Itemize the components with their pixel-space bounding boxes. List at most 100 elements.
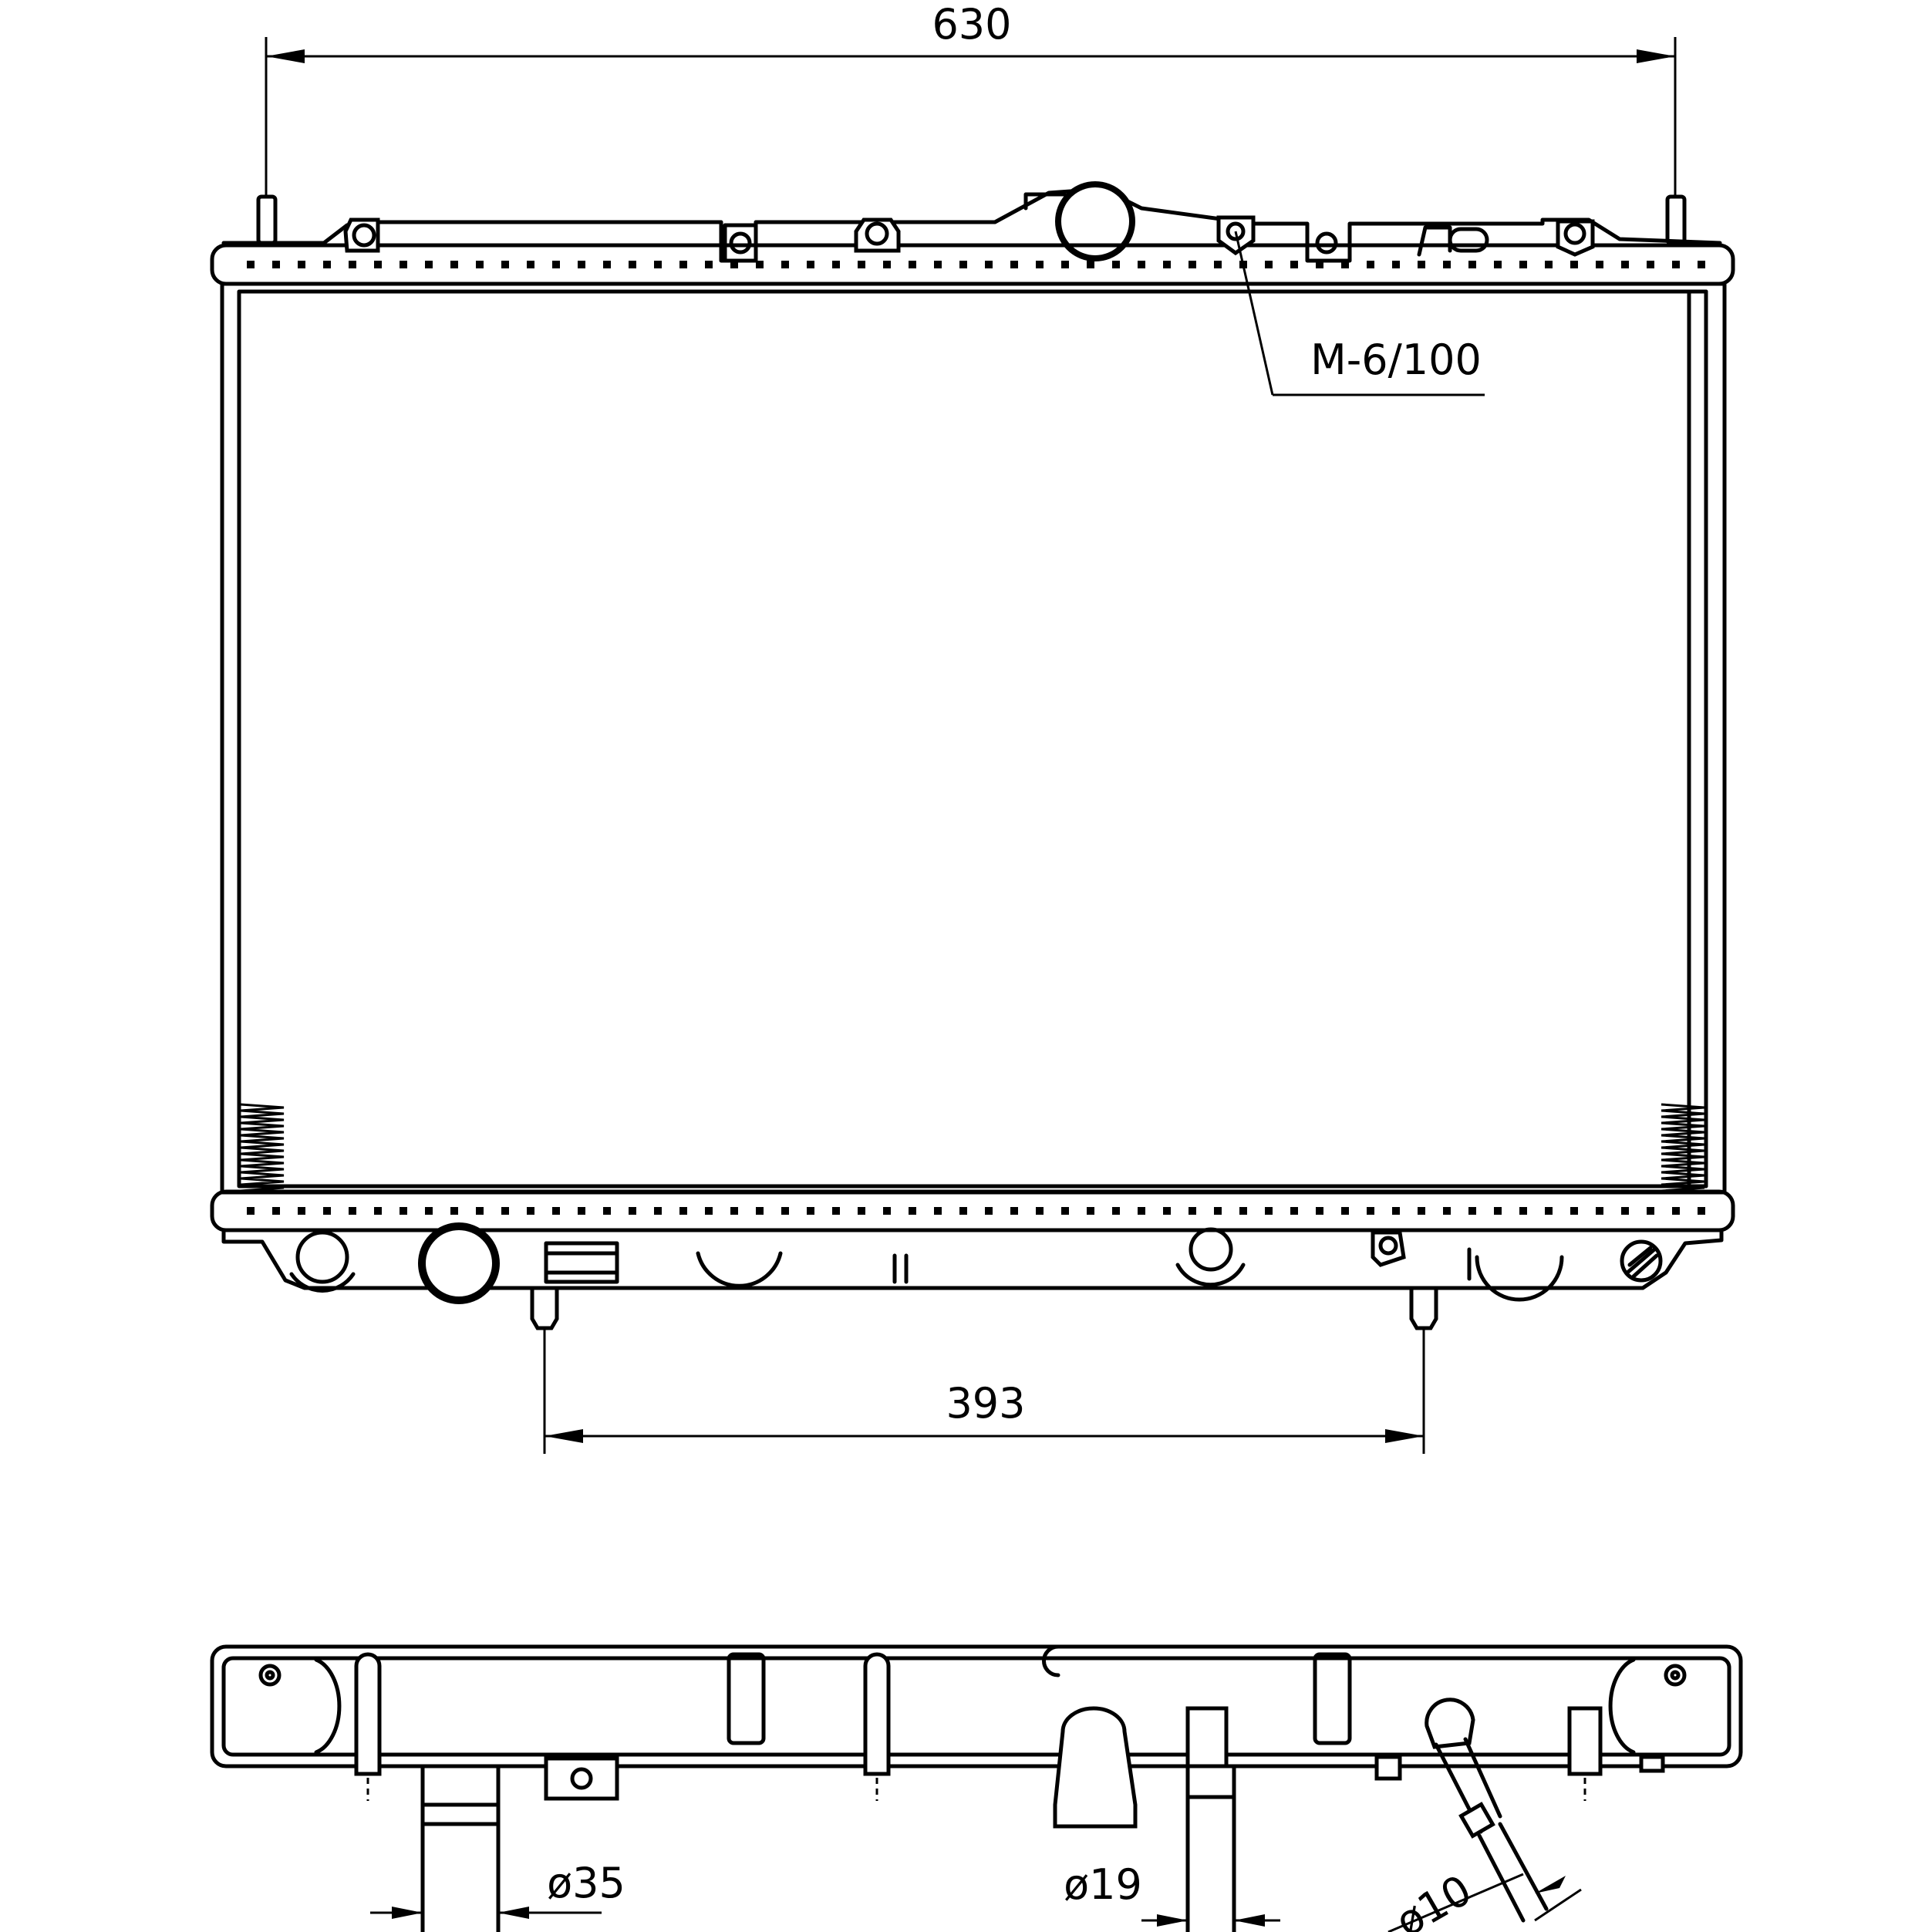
fin-zigzag [1661,1103,1705,1192]
crimp-tooth [425,1207,433,1215]
crimp-tooth [374,261,382,268]
crimp-tooth [1189,1207,1196,1215]
crimp-tooth [1418,1207,1425,1215]
crimp-tooth [654,1207,662,1215]
bolt-note-label: M-6/100 [1310,335,1482,384]
crimp-tooth [1265,261,1273,268]
crimp-tooth [959,261,967,268]
outlet-right: ø10 [1387,1698,1582,1932]
crimp-tooth [323,261,331,268]
crimp-tooth [1392,261,1400,268]
crimp-tooth [934,1207,942,1215]
crimp-tooth [1163,1207,1171,1215]
crimp-tooth [552,1207,560,1215]
crimp-tooth [349,1207,356,1215]
crimp-tooth [1341,1207,1349,1215]
arrow-right-icon [1385,1429,1424,1443]
filler-cap [1055,181,1135,261]
top-header [210,243,1735,286]
crimp-tooth [1112,261,1120,268]
crimp-tooth [679,261,687,268]
crimp-tooth [527,261,534,268]
crimp-tooth [1672,1207,1680,1215]
overall-width-label: 630 [932,0,1011,49]
crimp-tooth [1214,1207,1222,1215]
drain-plug [418,1222,500,1304]
top-crimp-teeth [247,261,1705,268]
crimp-tooth [1418,261,1425,268]
top-mount-bosses [343,215,1595,263]
crimp-tooth [858,1207,865,1215]
crimp-tooth [1010,261,1018,268]
crimp-tooth [679,1207,687,1215]
crimp-tooth [1367,261,1374,268]
crimp-tooth [1647,261,1654,268]
crimp-tooth [1519,1207,1527,1215]
crimp-tooth [781,261,789,268]
crimp-tooth [1036,1207,1044,1215]
bolt-callout: M-6/100 [1234,231,1485,396]
crimp-tooth [476,261,484,268]
crimp-tooth [1138,1207,1145,1215]
crimp-tooth [832,261,840,268]
crimp-tooth [1316,1207,1323,1215]
crimp-tooth [1443,261,1451,268]
crimp-tooth [1672,261,1680,268]
top-tank [221,187,1722,263]
crimp-tooth [1036,261,1044,268]
bottom-tank [221,1228,1724,1290]
crimp-tooth [1647,1207,1654,1215]
crimp-tooth [450,1207,458,1215]
crimp-tooth [298,1207,305,1215]
crimp-tooth [985,1207,993,1215]
outlet-left-diameter: ø35 [547,1859,625,1907]
fin-pattern-left [240,1103,285,1192]
crimp-tooth [934,261,942,268]
fin-zigzag [240,1103,285,1192]
crimp-tooth [756,261,764,268]
outlet-left: ø35 [370,1764,625,1932]
crimp-tooth [349,261,356,268]
crimp-tooth [1239,1207,1247,1215]
crimp-tooth [781,1207,789,1215]
crimp-tooth [807,261,814,268]
crimp-tooth [272,261,280,268]
crimp-tooth [1087,1207,1094,1215]
crimp-tooth [730,261,738,268]
crimp-tooth [959,1207,967,1215]
crimp-tooth [1494,1207,1502,1215]
crimp-tooth [1545,1207,1553,1215]
crimp-tooth [705,261,713,268]
crimp-tooth [1290,1207,1298,1215]
crimp-tooth [400,261,407,268]
arrow-left-icon [266,49,305,63]
crimp-tooth [603,261,611,268]
crimp-tooth [1163,261,1171,268]
crimp-tooth [1570,1207,1578,1215]
crimp-tooth [1189,261,1196,268]
radiator-bottom-view: ø35 ø19 ø10 [210,1644,1743,1932]
crimp-tooth [1621,261,1629,268]
crimp-tooth [1061,261,1069,268]
crimp-tooth [1570,261,1578,268]
crimp-tooth [1087,261,1094,268]
crimp-tooth [1519,261,1527,268]
crimp-tooth [1010,1207,1018,1215]
radiator-core-frame [220,282,1727,1195]
crimp-tooth [578,261,585,268]
crimp-tooth [1316,261,1323,268]
crimp-tooth [883,261,891,268]
crimp-tooth [1545,261,1553,268]
crimp-tooth [400,1207,407,1215]
crimp-tooth [629,1207,636,1215]
crimp-tooth [450,261,458,268]
crimp-tooth [1443,1207,1451,1215]
overall-width-dimension: 630 [265,0,1677,201]
crimp-tooth [1061,1207,1069,1215]
pin-spacing-label: 393 [946,1379,1025,1428]
crimp-tooth [425,261,433,268]
crimp-tooth [756,1207,764,1215]
crimp-tooth [654,261,662,268]
crimp-tooth [501,261,509,268]
